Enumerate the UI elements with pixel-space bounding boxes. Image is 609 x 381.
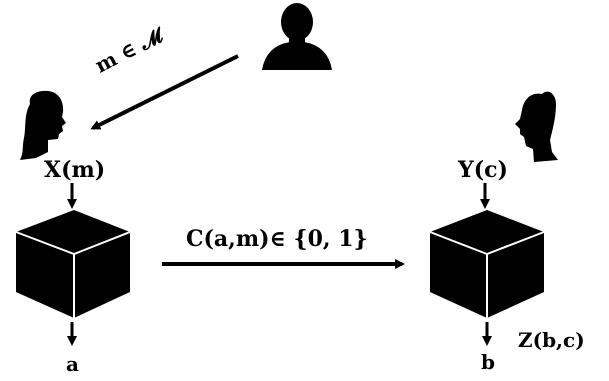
alice-measurement-label: X(m) <box>44 157 106 183</box>
communication-label: C(a,m)∈ {0, 1} <box>186 226 368 252</box>
bob-measurement-label: Y(c) <box>458 157 508 183</box>
alice-output-label: a <box>66 352 79 376</box>
bob-cube-icon <box>429 210 545 318</box>
message-arrow <box>90 54 239 130</box>
alice-cube-icon <box>15 210 131 318</box>
bob-decoder-label: Z(b,c) <box>518 328 585 352</box>
alice-woman-icon <box>20 90 66 160</box>
referee-person-icon <box>262 3 332 70</box>
bob-man-icon <box>515 91 558 162</box>
bob-output-label: b <box>481 350 495 374</box>
